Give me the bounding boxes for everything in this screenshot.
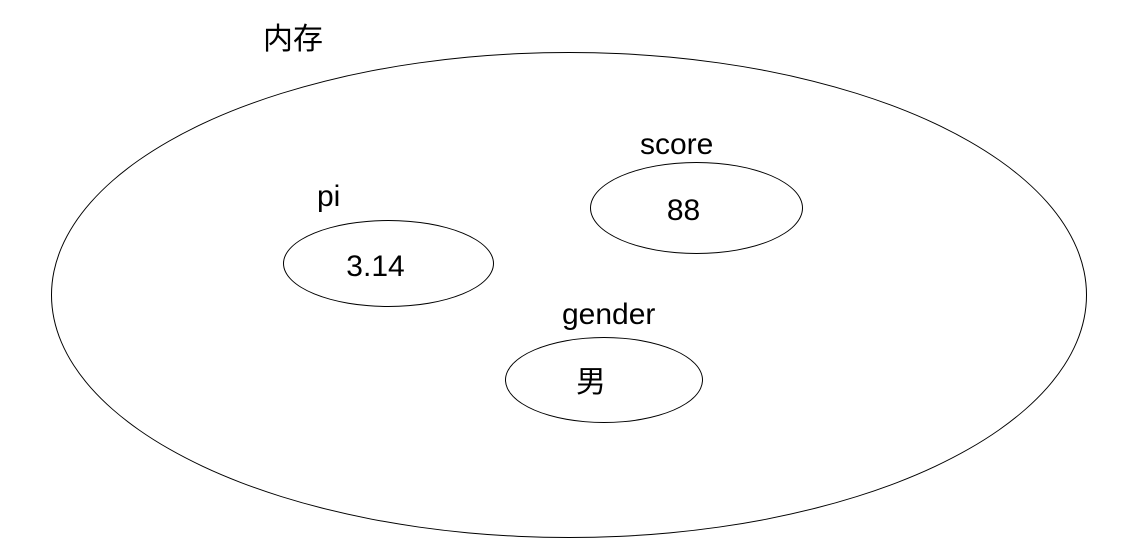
variable-ellipse-pi: 3.14 (283, 220, 494, 307)
variable-value-score: 88 (666, 194, 701, 227)
memory-region-label: 内存 (263, 23, 323, 56)
variable-value-pi: 3.14 (346, 249, 405, 283)
variable-ellipse-gender: 男 (505, 337, 703, 423)
variable-label-score: score (640, 128, 714, 161)
variable-label-gender: gender (562, 298, 656, 331)
variable-value-gender: 男 (576, 366, 606, 399)
variable-ellipse-score: 88 (590, 162, 803, 254)
memory-region-ellipse (51, 52, 1087, 538)
variable-label-pi: pi (317, 180, 341, 213)
